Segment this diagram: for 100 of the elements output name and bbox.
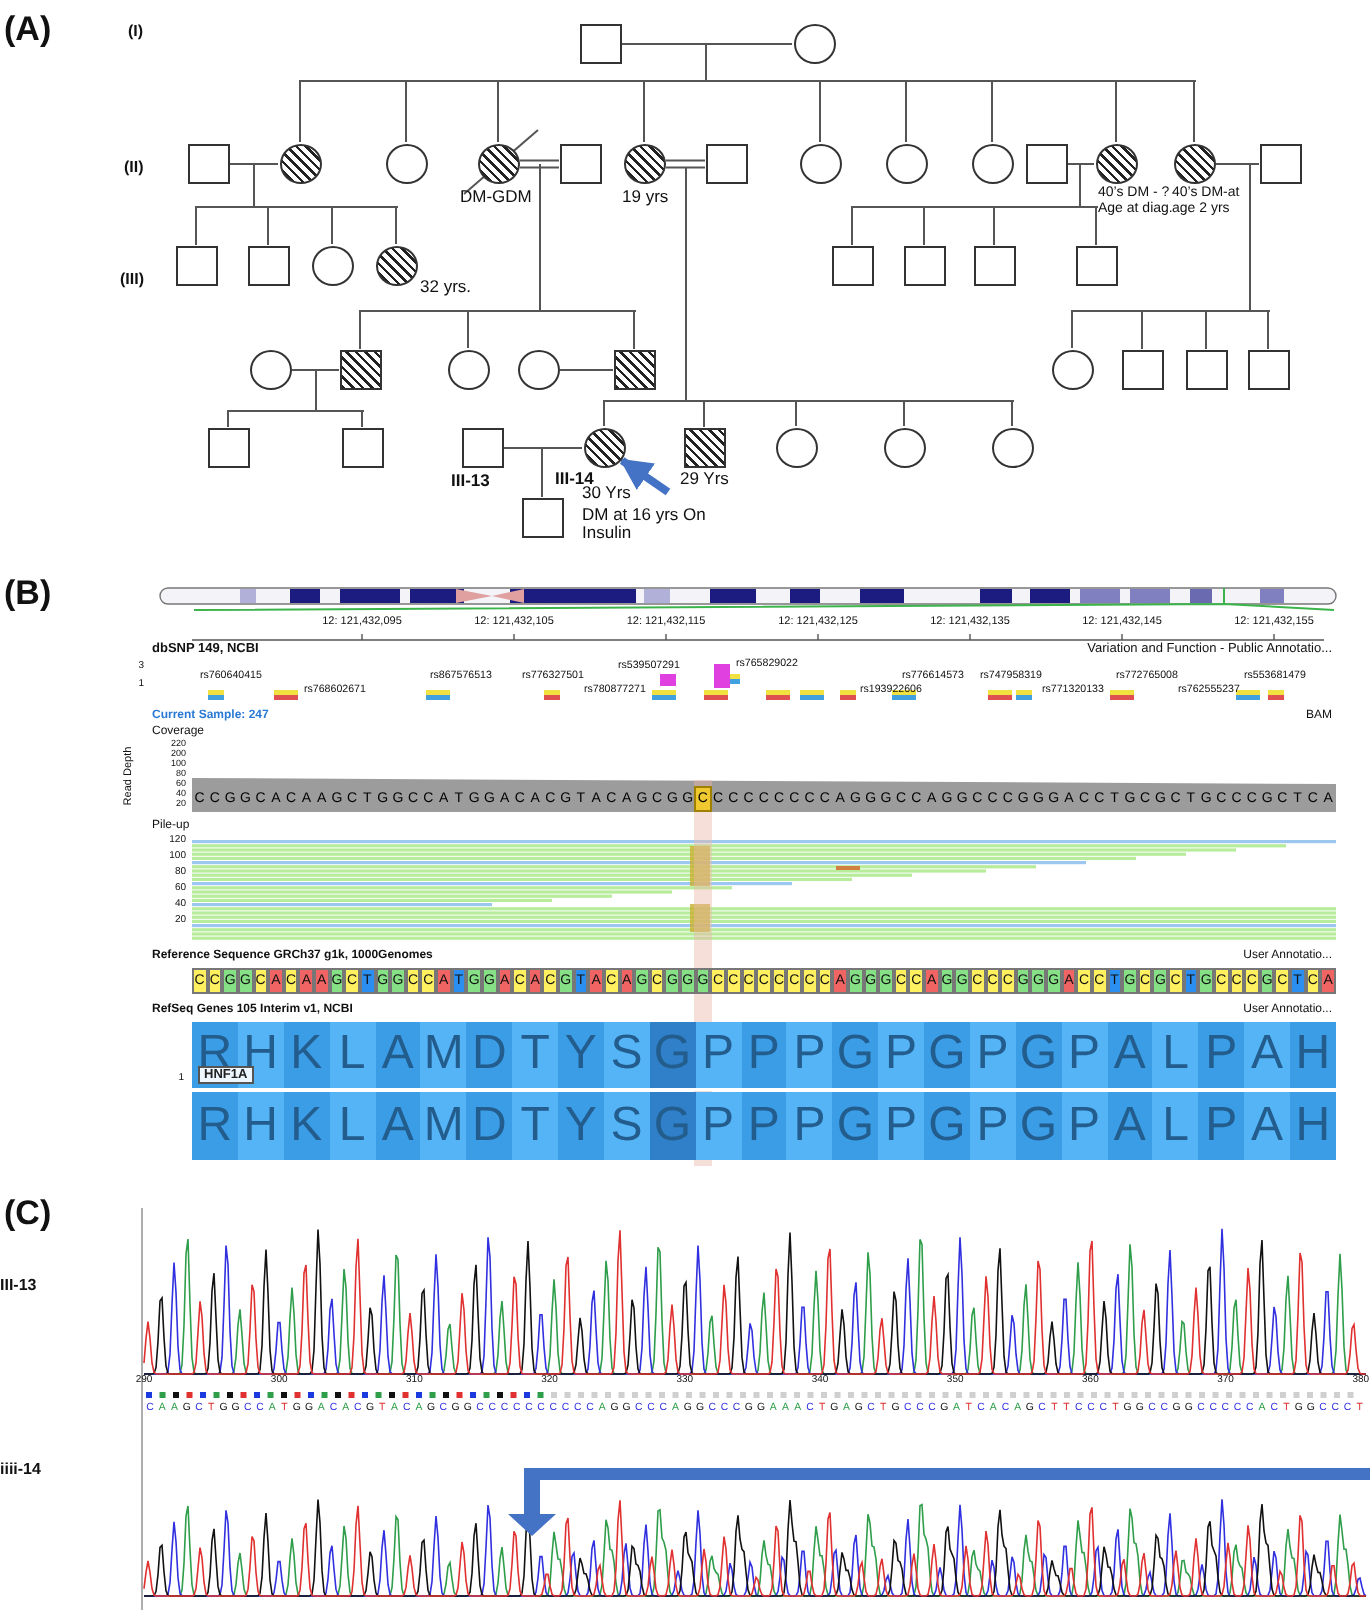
- descent-line: [1011, 399, 1013, 427]
- male-symbol: [1247, 350, 1289, 390]
- male-symbol: [559, 144, 601, 184]
- affected-female-symbol: [1095, 144, 1137, 184]
- descent-line: [405, 79, 407, 143]
- descent-line: [1205, 309, 1207, 350]
- male-symbol: [1259, 144, 1301, 184]
- descent-line: [267, 205, 269, 246]
- descent-line: [705, 43, 707, 81]
- descent-line: [1249, 163, 1251, 311]
- affected-female-symbol: [1173, 144, 1215, 184]
- affected-male-symbol: [339, 350, 381, 390]
- sample-label: iiii-14: [0, 1462, 41, 1480]
- marriage-line: [620, 43, 793, 45]
- affected-male-symbol: [613, 350, 655, 390]
- generation-label: (III): [120, 272, 144, 290]
- male-symbol: [831, 246, 873, 286]
- female-symbol: [799, 144, 841, 184]
- sibship-line: [603, 399, 1013, 401]
- female-symbol: [775, 428, 817, 468]
- female-symbol: [249, 350, 291, 390]
- descent-line: [1079, 163, 1081, 207]
- descent-line: [299, 79, 301, 143]
- descent-line: [539, 163, 541, 311]
- marriage-line: [1066, 163, 1095, 165]
- descent-line: [903, 399, 905, 427]
- descent-line: [851, 205, 853, 246]
- sibship-line: [299, 79, 1195, 81]
- male-symbol: [247, 246, 289, 286]
- descent-line: [685, 167, 687, 401]
- descent-line: [1267, 309, 1269, 350]
- female-symbol: [517, 350, 559, 390]
- female-symbol: [885, 144, 927, 184]
- male-symbol: [1075, 246, 1117, 286]
- age-note: 30 Yrs: [582, 484, 633, 503]
- descent-line: [195, 205, 197, 246]
- age-note: 29 Yrs: [680, 470, 731, 489]
- age-note: DM at 16 yrs On Insulin: [582, 506, 706, 544]
- age-note: DM-GDM: [460, 188, 534, 207]
- marriage-line: [291, 369, 340, 371]
- sample-label: III-13: [0, 1278, 37, 1296]
- descent-line: [497, 79, 499, 143]
- female-symbol: [1051, 350, 1093, 390]
- amino-acid-track: R H K L A M D T Y S G P P P G P G P G P A L P A H: [192, 1092, 1336, 1160]
- descent-line: [703, 399, 705, 428]
- panel-label: (A): [4, 12, 52, 50]
- descent-line: [227, 409, 229, 428]
- marriage-line: [228, 163, 279, 165]
- male-symbol: [187, 144, 229, 184]
- female-symbol: [447, 350, 489, 390]
- sibship-line: [359, 309, 635, 311]
- descent-line: [1141, 309, 1143, 350]
- descent-line: [541, 447, 543, 498]
- male-symbol: [1025, 144, 1067, 184]
- affected-female-symbol: [279, 144, 321, 184]
- descent-line: [993, 205, 995, 246]
- male-symbol: [579, 24, 621, 64]
- descent-line: [633, 309, 635, 350]
- individual-id: III-13: [451, 472, 490, 491]
- age-note: 32 yrs.: [420, 278, 474, 297]
- female-symbol: [793, 24, 835, 64]
- generation-label: (I): [128, 24, 144, 42]
- affected-male-symbol: [683, 428, 725, 468]
- female-symbol: [311, 246, 353, 286]
- marriage-line: [1215, 163, 1260, 165]
- male-symbol: [705, 144, 747, 184]
- pointer-arrow: [619, 457, 671, 496]
- descent-line: [1071, 309, 1073, 349]
- female-symbol: [991, 428, 1033, 468]
- age-note: 19 yrs: [622, 188, 671, 207]
- marriage-line: [665, 159, 706, 169]
- descent-line: [991, 79, 993, 143]
- descent-line: [1095, 205, 1097, 246]
- descent-line: [315, 369, 317, 411]
- marriage-line: [559, 369, 614, 371]
- descent-line: [923, 205, 925, 246]
- female-symbol: [883, 428, 925, 468]
- descent-line: [359, 309, 361, 350]
- panel-label: (B): [4, 576, 52, 614]
- marriage-line: [502, 447, 583, 449]
- descent-line: [905, 79, 907, 143]
- descent-line: [1115, 79, 1117, 143]
- sibship-line: [195, 205, 397, 207]
- affected-female-symbol: [375, 246, 417, 286]
- individual-id: III-14: [555, 470, 594, 488]
- descent-line: [1193, 79, 1195, 143]
- descent-line: [395, 205, 397, 245]
- sibship-line: [227, 409, 363, 411]
- male-symbol: [175, 246, 217, 286]
- sibship-line: [851, 205, 1097, 207]
- descent-line: [643, 79, 645, 143]
- descent-line: [795, 399, 797, 427]
- affected-female-symbol: [477, 144, 519, 184]
- male-symbol: [1121, 350, 1163, 390]
- descent-line: [603, 399, 605, 427]
- descent-line: [819, 79, 821, 143]
- male-symbol: [903, 246, 945, 286]
- male-symbol: [207, 428, 249, 468]
- descent-line: [253, 163, 255, 207]
- male-symbol: [341, 428, 383, 468]
